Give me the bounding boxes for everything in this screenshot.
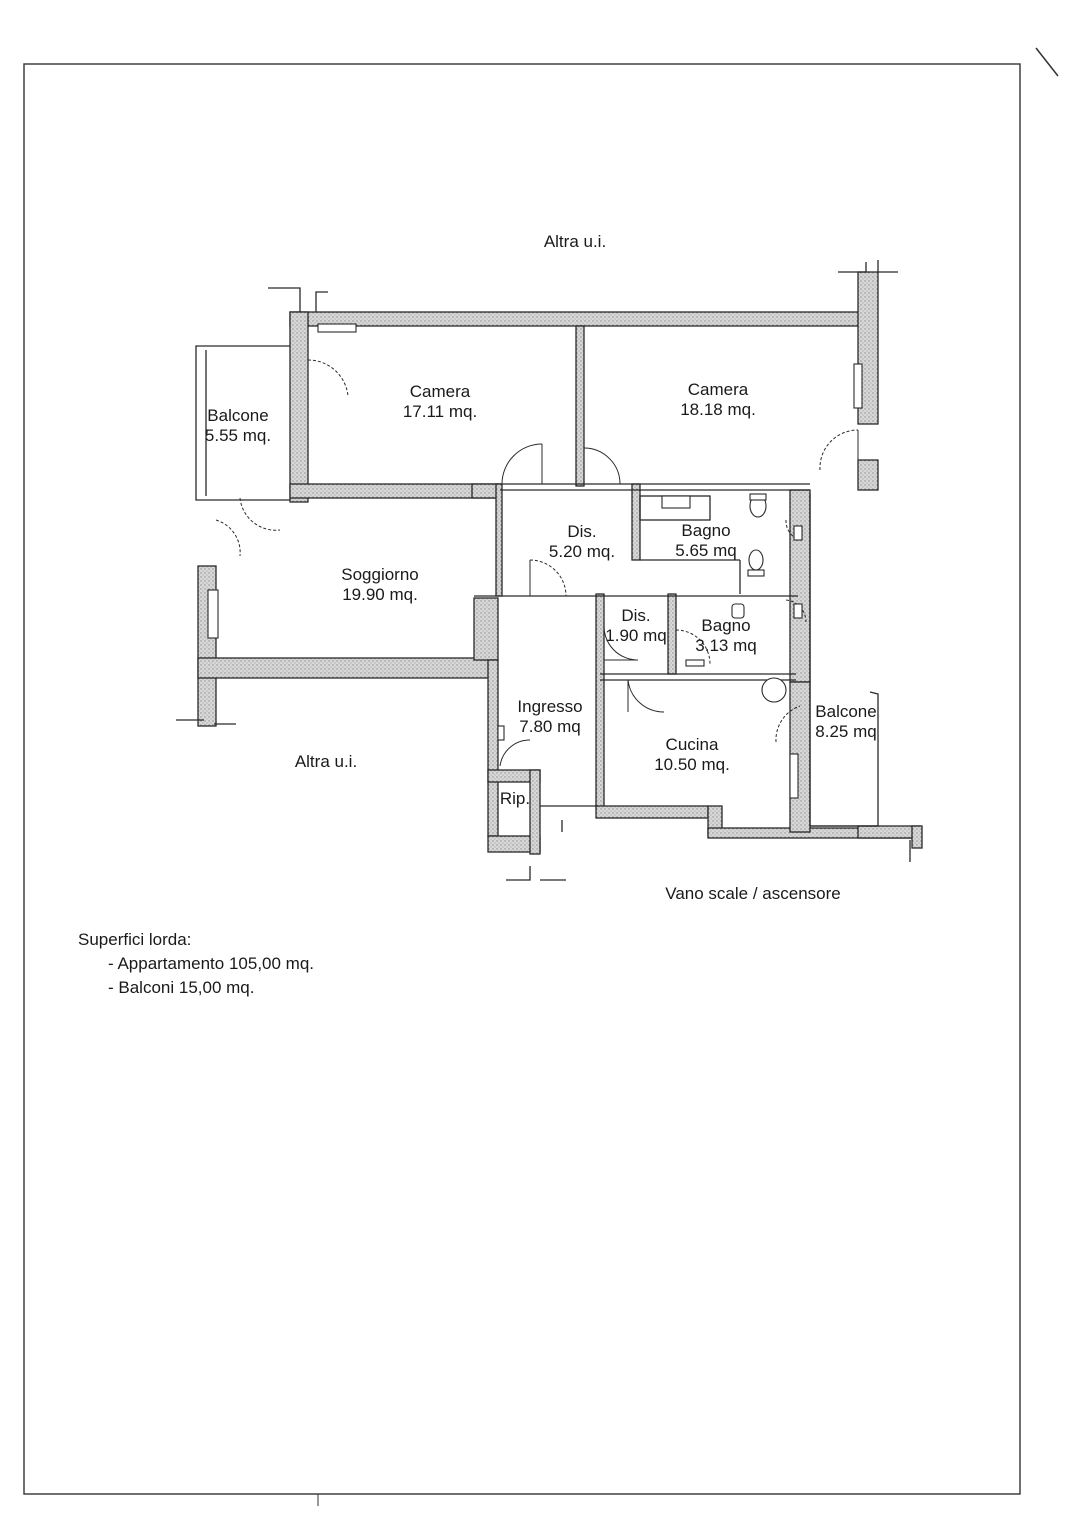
context-left-label: Altra u.i. <box>294 752 358 771</box>
room-dis-1: Dis. 5.20 mq. <box>549 522 615 562</box>
room-name: Cucina <box>665 735 719 754</box>
room-area: 7.80 mq <box>519 717 581 736</box>
room-rip: Rip. <box>500 789 530 809</box>
room-name: Bagno <box>701 616 751 635</box>
room-name: Bagno <box>681 521 731 540</box>
room-area: 5.55 mq. <box>204 426 272 445</box>
room-name: Dis. <box>621 606 651 625</box>
room-area: 19.90 mq. <box>342 585 418 604</box>
room-area: 18.18 mq. <box>680 400 756 419</box>
room-name: Soggiorno <box>341 565 419 584</box>
room-ingresso: Ingresso 7.80 mq <box>517 697 582 737</box>
room-area: 1.90 mq <box>605 626 667 645</box>
room-bagno-1: Bagno 5.65 mq <box>675 521 736 561</box>
page-frame <box>23 63 1021 1495</box>
corner-mark <box>1035 47 1059 77</box>
context-top-label: Altra u.i. <box>543 232 607 251</box>
context-stairs-label: Vano scale / ascensore <box>665 884 841 903</box>
partition-lines <box>176 260 911 881</box>
room-name: Balcone <box>815 702 877 721</box>
room-area: 8.25 mq <box>815 722 877 741</box>
room-name: Camera <box>409 382 471 401</box>
fixtures <box>207 323 863 799</box>
room-cucina: Cucina 10.50 mq. <box>654 735 730 775</box>
room-soggiorno: Soggiorno 19.90 mq. <box>341 565 419 605</box>
room-name: Rip. <box>499 789 531 808</box>
surfaces-note: Superfici lorda: - Appartamento 105,00 m… <box>78 928 314 1000</box>
surfaces-title: Superfici lorda: <box>78 930 192 949</box>
room-area: 5.20 mq. <box>548 542 616 561</box>
room-bagno-2: Bagno 3.13 mq <box>695 616 756 656</box>
room-camera-2: Camera 18.18 mq. <box>680 380 756 420</box>
room-camera-1: Camera 17.11 mq. <box>403 382 477 422</box>
door-swings <box>215 359 859 767</box>
room-area: 5.65 mq <box>675 541 737 560</box>
room-dis-2: Dis. 1.90 mq <box>605 606 666 646</box>
room-name: Dis. <box>567 522 597 541</box>
room-balcone-2: Balcone 8.25 mq <box>815 702 876 742</box>
room-area: 17.11 mq. <box>402 402 478 421</box>
surfaces-item: - Appartamento 105,00 mq. <box>108 954 315 973</box>
room-name: Ingresso <box>517 697 583 716</box>
surfaces-item: - Balconi 15,00 mq. <box>108 978 255 997</box>
room-balcone-1: Balcone 5.55 mq. <box>205 406 271 446</box>
room-area: 10.50 mq. <box>654 755 730 774</box>
room-area: 3.13 mq <box>695 636 757 655</box>
room-name: Camera <box>687 380 749 399</box>
room-name: Balcone <box>207 406 269 425</box>
